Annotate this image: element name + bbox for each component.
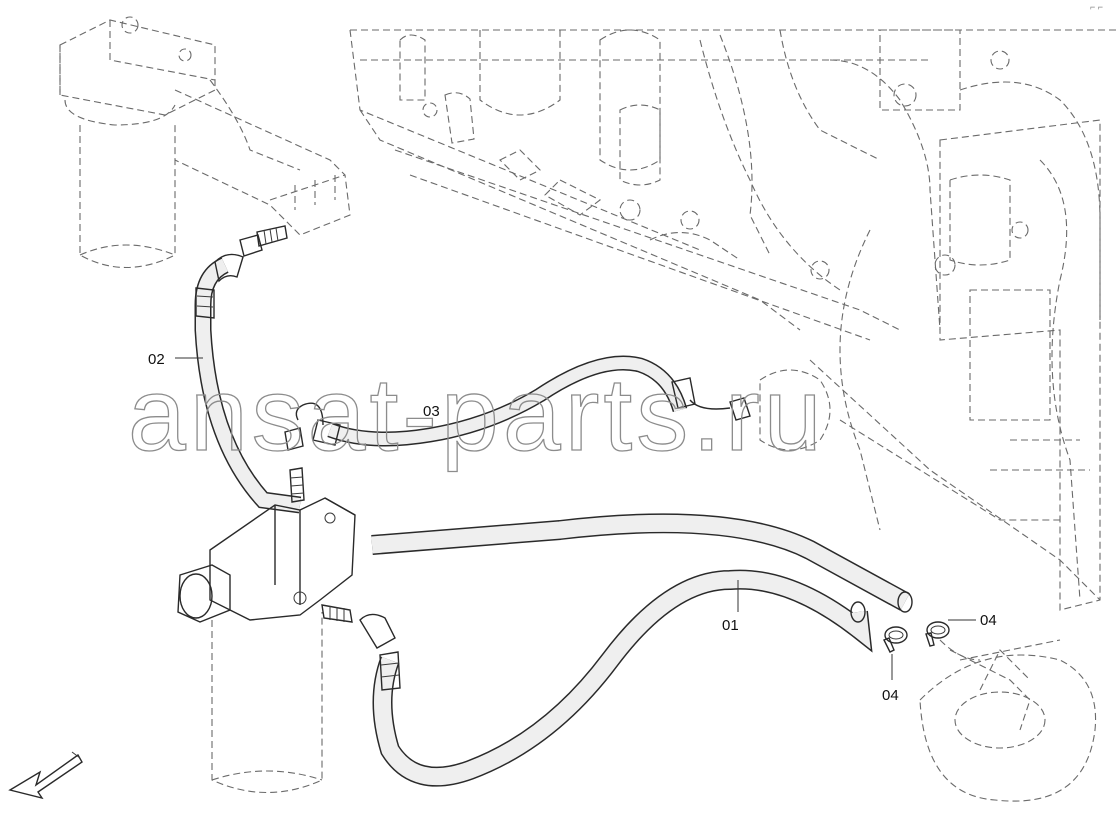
lower-fuel-filter: [177, 467, 356, 793]
engine-block: [349, 29, 1116, 611]
upper-fuel-filter: [59, 16, 351, 268]
hose-01: [359, 513, 913, 787]
tank-sender-unit: [919, 639, 1097, 802]
hose-03: [284, 355, 751, 451]
upper-outlet-fitting: [239, 225, 288, 257]
callout-04-lower: 04: [882, 654, 899, 704]
watermark-text: ansat-parts.ru: [128, 357, 826, 473]
lower-outlet-fitting: [321, 604, 353, 623]
callout-03-label: 03: [423, 403, 440, 420]
corner-mark: ⌐ ⌐: [1090, 2, 1103, 12]
callout-04-lower-label: 04: [882, 687, 899, 704]
clamp-04-lower: [883, 626, 908, 653]
hose-02: [194, 253, 302, 514]
callout-03: 03: [423, 403, 440, 420]
callout-04-right: 04: [948, 612, 997, 629]
callout-01-label: 01: [722, 617, 739, 634]
callout-04-right-label: 04: [980, 612, 997, 629]
callout-01: 01: [722, 580, 739, 634]
clamp-04-right: [925, 621, 950, 647]
callout-02-label: 02: [148, 351, 165, 368]
callout-02: 02: [148, 351, 203, 368]
direction-arrow-icon: [8, 751, 83, 800]
